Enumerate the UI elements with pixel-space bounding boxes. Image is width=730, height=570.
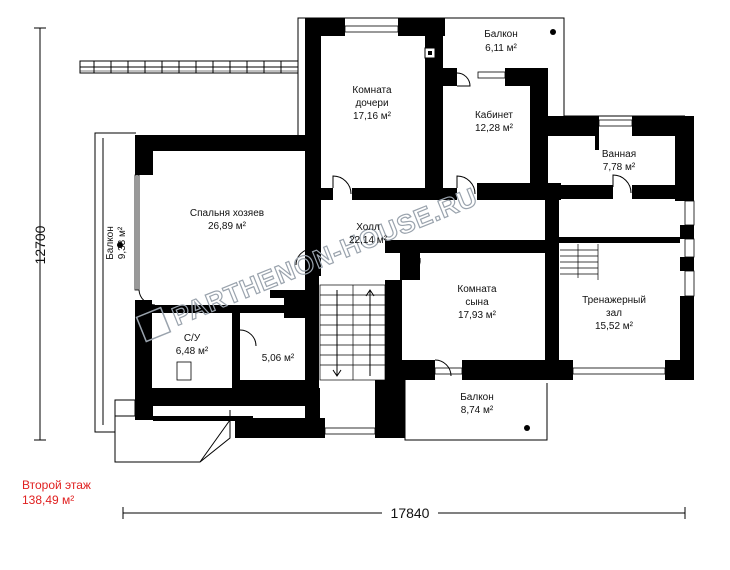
height-dimension: 12700 <box>32 27 48 441</box>
room-label-wc: С/У 6,48 м² <box>176 333 209 357</box>
width-dimension: 17840 <box>122 505 686 521</box>
drain-icon <box>117 242 123 248</box>
room-area: 15,52 м² <box>595 321 634 332</box>
room-name: Ванная <box>602 149 636 160</box>
floor-name: Второй этаж <box>22 478 91 492</box>
staircase-main <box>319 284 386 381</box>
room-name: Холл <box>356 222 380 233</box>
room-name: С/У <box>184 333 201 344</box>
room-area: 22,14 м² <box>349 235 388 246</box>
staircase-attic <box>560 244 599 280</box>
room-area: 9,33 м² <box>117 226 128 259</box>
room-label-balcony-bottom: Балкон 8,74 м² <box>460 392 494 416</box>
room-name: Тренажерный <box>582 295 646 306</box>
room-area: 26,89 м² <box>208 221 247 232</box>
room-name: Балкон <box>484 29 518 40</box>
vent-icon <box>424 47 436 59</box>
room-area: 6,11 м² <box>485 43 517 54</box>
room-name: Балкон <box>460 392 494 403</box>
roof-strip <box>79 60 299 74</box>
room-name: Спальня хозяев <box>190 208 264 219</box>
room-label-closet: 5,06 м² <box>262 353 295 364</box>
floor-area: 138,49 м² <box>22 493 75 507</box>
room-label-gym: Тренажерный зал 15,52 м² <box>582 295 646 332</box>
room-area: 5,06 м² <box>262 353 295 364</box>
width-dimension-label: 17840 <box>391 505 430 521</box>
room-area: 17,93 м² <box>458 310 497 321</box>
room-label-balcony-top: Балкон 6,11 м² <box>484 29 518 54</box>
room-label-son: Комната сына 17,93 м² <box>457 284 497 321</box>
room-area: 17,16 м² <box>353 111 392 122</box>
room-label-bath: Ванная 7,78 м² <box>602 149 636 173</box>
room-area: 12,28 м² <box>475 123 514 134</box>
room-area: 8,74 м² <box>461 405 494 416</box>
room-name: Комната <box>457 284 497 295</box>
walls <box>135 18 694 438</box>
drain-icon <box>524 425 530 431</box>
floor-caption: Второй этаж 138,49 м² <box>22 478 91 508</box>
room-label-balcony-left: Балкон 9,33 м² <box>105 226 128 260</box>
room-label-daughter: Комната дочери 17,16 м² <box>352 85 392 122</box>
room-label-hall: Холл 22,14 м² <box>349 222 388 246</box>
room-name: дочери <box>355 98 388 109</box>
room-name: Кабинет <box>475 109 513 121</box>
drain-icon <box>550 29 556 35</box>
room-name: Комната <box>352 85 392 96</box>
windows <box>134 25 695 435</box>
height-dimension-label: 12700 <box>32 225 48 264</box>
toilet-icon <box>176 361 192 381</box>
room-area: 7,78 м² <box>603 162 636 173</box>
room-label-master: Спальня хозяев 26,89 м² <box>190 208 264 232</box>
room-area: 6,48 м² <box>176 346 209 357</box>
room-label-study: Кабинет 12,28 м² <box>475 109 514 134</box>
room-name: сына <box>465 297 489 308</box>
room-name: зал <box>606 308 622 319</box>
room-name: Балкон <box>105 226 116 260</box>
doors <box>138 72 632 377</box>
watermark-text: PARTHENON-HOUSE.RU <box>168 181 482 331</box>
